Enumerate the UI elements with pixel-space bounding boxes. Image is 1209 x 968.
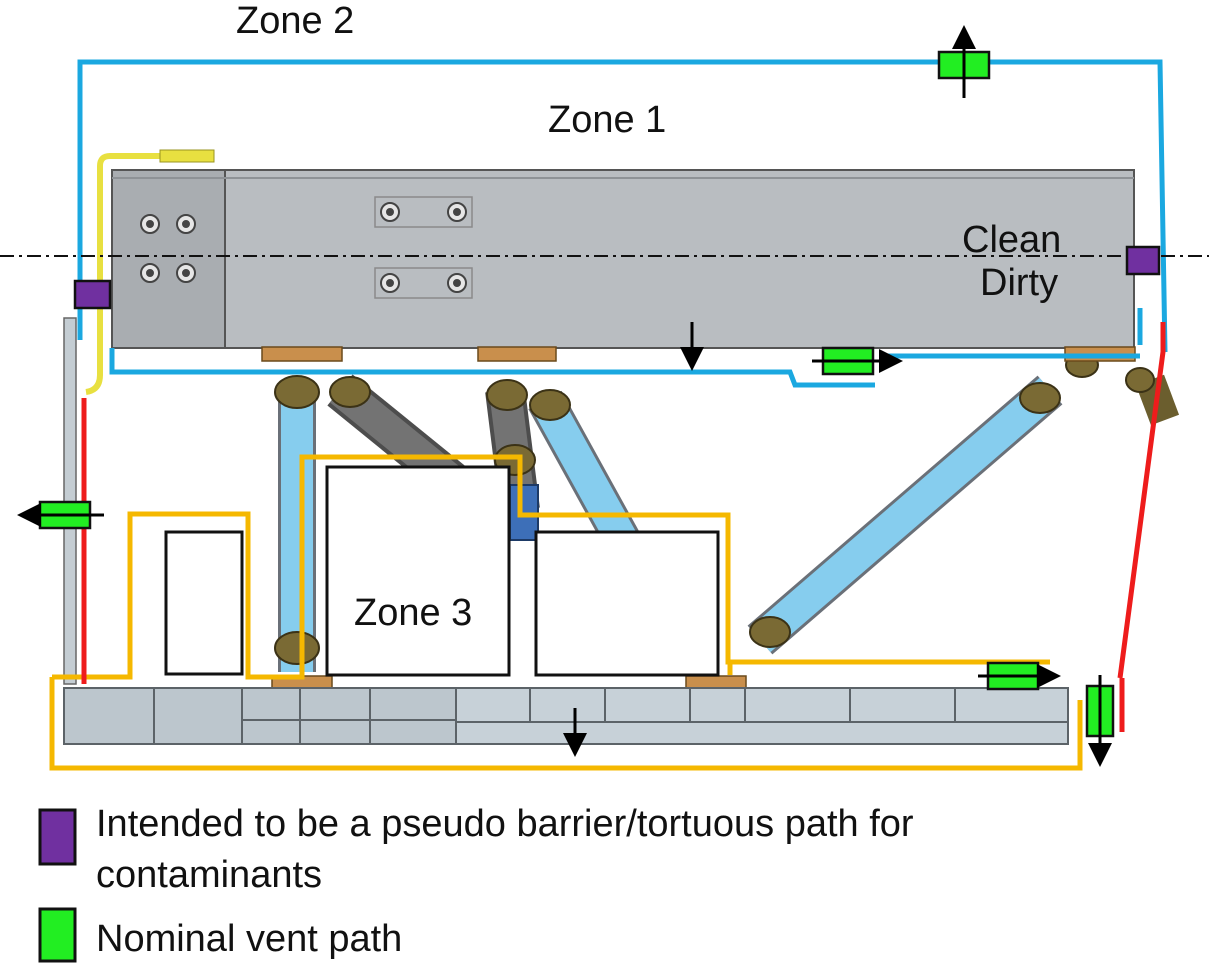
legend-barrier-text-line2: contaminants	[96, 854, 322, 896]
vent-bottom-right	[1085, 675, 1115, 767]
legend: Intended to be a pseudo barrier/tortuous…	[38, 803, 914, 963]
optical-bench	[111, 169, 1135, 349]
legend-barrier-text-line1: Intended to be a pseudo barrier/tortuous…	[96, 803, 914, 845]
legend-barrier-swatch	[38, 808, 77, 866]
legend-vent-swatch	[38, 907, 77, 963]
base-plate	[63, 687, 1069, 745]
zone2-label: Zone 2	[236, 0, 354, 42]
cable-harness	[85, 153, 212, 395]
pseudo-barrier-right	[1125, 245, 1161, 276]
zone3-boundary	[49, 454, 1083, 771]
vent-zone3-right	[978, 661, 1061, 691]
vent-bench-right	[812, 346, 903, 376]
zone2-boundary-right	[1117, 322, 1166, 732]
dirty-label: Dirty	[980, 262, 1058, 304]
bench-fasteners	[140, 202, 467, 293]
vent-left	[17, 500, 104, 530]
cable-connector	[159, 149, 215, 163]
pseudo-barrier-left	[73, 279, 112, 310]
zone1-boundary	[77, 59, 1168, 388]
vent-top	[937, 25, 991, 98]
clean-label: Clean	[962, 219, 1061, 261]
zone3-boxes	[164, 465, 720, 677]
zone3-label: Zone 3	[354, 592, 472, 634]
zone1-label: Zone 1	[548, 99, 666, 141]
legend-vent-text: Nominal vent path	[96, 918, 402, 960]
